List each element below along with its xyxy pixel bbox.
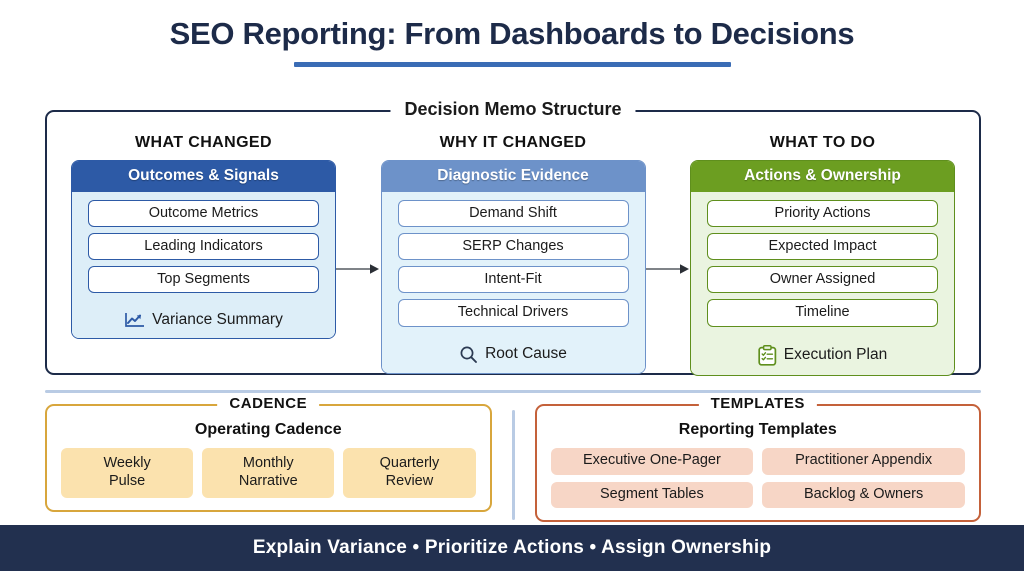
memo-column-why-it-changed: WHY IT CHANGED Diagnostic Evidence Deman… bbox=[380, 134, 646, 374]
templates-subtitle: Reporting Templates bbox=[678, 421, 837, 438]
card-footer: Execution Plan bbox=[691, 336, 954, 366]
templates-panel: TEMPLATES Reporting Templates Executive … bbox=[534, 395, 981, 523]
list-item[interactable]: SERP Changes bbox=[397, 233, 629, 261]
list-item[interactable]: Top Segments bbox=[88, 266, 319, 294]
column-kicker: WHY IT CHANGED bbox=[439, 134, 587, 151]
list-item[interactable]: Demand Shift bbox=[397, 200, 629, 228]
card-actions-ownership[interactable]: Actions & Ownership Priority Actions Exp… bbox=[690, 160, 955, 376]
page-header: SEO Reporting: From Dashboards to Decisi… bbox=[0, 0, 1024, 67]
panels-vertical-divider bbox=[511, 410, 515, 520]
card-footer-label: Root Cause bbox=[485, 345, 567, 362]
list-item[interactable]: Leading Indicators bbox=[88, 233, 319, 261]
template-chip[interactable]: Practitioner Appendix bbox=[762, 448, 965, 475]
memo-columns: WHAT CHANGED Outcomes & Signals Outcome … bbox=[47, 112, 979, 376]
card-item-list: Demand Shift SERP Changes Intent-Fit Tec… bbox=[381, 192, 645, 336]
page-title: SEO Reporting: From Dashboards to Decisi… bbox=[169, 16, 855, 51]
footer-text: Explain Variance • Prioritize Actions • … bbox=[252, 537, 772, 558]
cadence-legend: CADENCE bbox=[217, 395, 320, 412]
card-footer: Root Cause bbox=[382, 336, 645, 364]
card-footer-wrap: Variance Summary bbox=[72, 302, 335, 339]
memo-column-what-changed: WHAT CHANGED Outcomes & Signals Outcome … bbox=[71, 134, 336, 340]
template-chip[interactable]: Backlog & Owners bbox=[762, 481, 965, 509]
decision-memo-frame: Decision Memo Structure WHAT CHANGED Out… bbox=[45, 99, 981, 376]
decision-memo-legend: Decision Memo Structure bbox=[390, 99, 636, 120]
templates-chip-grid: Executive One-Pager Practitioner Appendi… bbox=[550, 448, 965, 509]
templates-legend: TEMPLATES bbox=[698, 395, 817, 412]
card-title: Actions & Ownership bbox=[691, 161, 954, 192]
magnifier-icon bbox=[459, 345, 478, 364]
card-footer-wrap: Root Cause bbox=[381, 335, 645, 373]
template-chip[interactable]: Segment Tables bbox=[550, 481, 754, 509]
card-footer-label: Variance Summary bbox=[152, 311, 283, 329]
card-item-list: Outcome Metrics Leading Indicators Top S… bbox=[72, 192, 335, 303]
card-footer-label: Execution Plan bbox=[783, 346, 888, 363]
column-kicker: WHAT TO DO bbox=[769, 134, 876, 151]
title-underline-rule bbox=[293, 62, 731, 67]
arrow-col1-to-col2 bbox=[336, 262, 381, 276]
template-chip[interactable]: Executive One-Pager bbox=[550, 448, 754, 475]
list-item[interactable]: Priority Actions bbox=[707, 200, 938, 228]
clipboard-checklist-icon bbox=[758, 344, 777, 366]
list-item[interactable]: Expected Impact bbox=[707, 233, 938, 261]
cadence-subtitle: Operating Cadence bbox=[194, 421, 342, 438]
list-item[interactable]: Timeline bbox=[707, 299, 938, 327]
card-outcomes-signals[interactable]: Outcomes & Signals Outcome Metrics Leadi… bbox=[71, 160, 336, 340]
footer-bar: Explain Variance • Prioritize Actions • … bbox=[0, 525, 1024, 571]
list-item[interactable]: Intent-Fit bbox=[397, 266, 629, 294]
list-item[interactable]: Owner Assigned bbox=[707, 266, 938, 294]
arrow-col2-to-col3 bbox=[645, 262, 691, 276]
memo-column-what-to-do: WHAT TO DO Actions & Ownership Priority … bbox=[690, 134, 955, 376]
card-item-list: Priority Actions Expected Impact Owner A… bbox=[691, 192, 954, 336]
column-kicker: WHAT CHANGED bbox=[135, 134, 272, 151]
card-title: Diagnostic Evidence bbox=[381, 161, 645, 192]
section-divider-rule bbox=[45, 390, 981, 393]
list-item[interactable]: Technical Drivers bbox=[397, 299, 629, 327]
line-chart-icon bbox=[124, 311, 145, 329]
list-item[interactable]: Outcome Metrics bbox=[88, 200, 319, 228]
card-diagnostic-evidence[interactable]: Diagnostic Evidence Demand Shift SERP Ch… bbox=[380, 160, 646, 374]
card-footer-wrap: Execution Plan bbox=[691, 335, 954, 375]
card-footer: Variance Summary bbox=[72, 302, 335, 329]
card-title: Outcomes & Signals bbox=[72, 161, 335, 192]
